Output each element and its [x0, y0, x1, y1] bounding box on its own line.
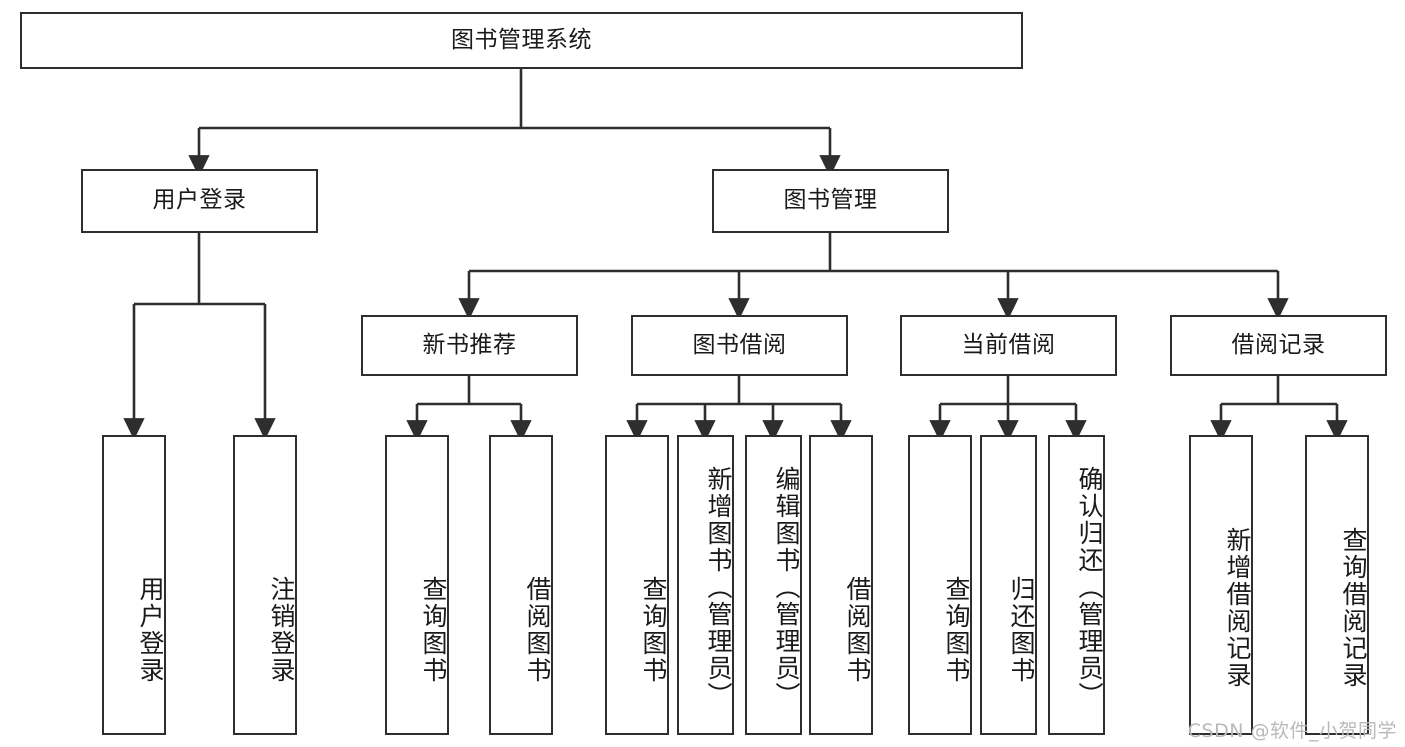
- node-leaf-query-book-1-label: 查询图书: [419, 576, 448, 684]
- node-leaf-return-book-label: 归还图书: [1007, 576, 1036, 684]
- node-current-borrow-label: 当前借阅: [961, 331, 1056, 358]
- node-new-book-recommend[interactable]: 新书推荐: [361, 315, 578, 376]
- node-book-manage[interactable]: 图书管理: [712, 169, 949, 233]
- node-leaf-add-book[interactable]: 新增图书（管理员）: [677, 435, 734, 735]
- node-leaf-query-book-1[interactable]: 查询图书: [385, 435, 449, 735]
- node-leaf-query-record[interactable]: 查询借阅记录: [1305, 435, 1369, 735]
- node-leaf-user-login-label: 用户登录: [136, 576, 165, 684]
- node-book-manage-label: 图书管理: [783, 187, 878, 214]
- node-leaf-borrow-book-1[interactable]: 借阅图书: [489, 435, 553, 735]
- node-leaf-add-record[interactable]: 新增借阅记录: [1189, 435, 1253, 735]
- node-leaf-query-book-3[interactable]: 查询图书: [908, 435, 972, 735]
- node-user-login[interactable]: 用户登录: [81, 169, 318, 233]
- node-leaf-add-record-label: 新增借阅记录: [1223, 526, 1252, 689]
- node-leaf-query-book-2[interactable]: 查询图书: [605, 435, 669, 735]
- node-leaf-borrow-book-1-label: 借阅图书: [523, 576, 552, 684]
- node-leaf-logout-label: 注销登录: [267, 576, 296, 684]
- node-leaf-edit-book[interactable]: 编辑图书（管理员）: [745, 435, 802, 735]
- node-leaf-borrow-book-2[interactable]: 借阅图书: [809, 435, 873, 735]
- node-book-borrow-label: 图书借阅: [692, 331, 787, 358]
- node-new-book-recommend-label: 新书推荐: [422, 331, 517, 358]
- node-root[interactable]: 图书管理系统: [20, 12, 1023, 69]
- node-borrow-record-label: 借阅记录: [1231, 331, 1326, 358]
- node-book-borrow[interactable]: 图书借阅: [631, 315, 848, 376]
- node-leaf-confirm-return[interactable]: 确认归还（管理员）: [1048, 435, 1105, 735]
- node-borrow-record[interactable]: 借阅记录: [1170, 315, 1387, 376]
- node-leaf-logout[interactable]: 注销登录: [233, 435, 297, 735]
- node-user-login-label: 用户登录: [152, 187, 247, 214]
- watermark-text: CSDN @软件_小贺同学: [1187, 720, 1397, 742]
- node-leaf-query-book-3-label: 查询图书: [942, 576, 971, 684]
- node-leaf-query-book-2-label: 查询图书: [639, 576, 668, 684]
- node-leaf-edit-book-label: 编辑图书（管理员）: [772, 465, 801, 709]
- node-current-borrow[interactable]: 当前借阅: [900, 315, 1117, 376]
- node-root-label: 图书管理系统: [451, 26, 592, 53]
- node-leaf-user-login[interactable]: 用户登录: [102, 435, 166, 735]
- node-leaf-confirm-return-label: 确认归还（管理员）: [1075, 465, 1104, 709]
- node-leaf-add-book-label: 新增图书（管理员）: [704, 465, 733, 709]
- node-leaf-query-record-label: 查询借阅记录: [1339, 526, 1368, 689]
- node-leaf-borrow-book-2-label: 借阅图书: [843, 576, 872, 684]
- node-leaf-return-book[interactable]: 归还图书: [980, 435, 1037, 735]
